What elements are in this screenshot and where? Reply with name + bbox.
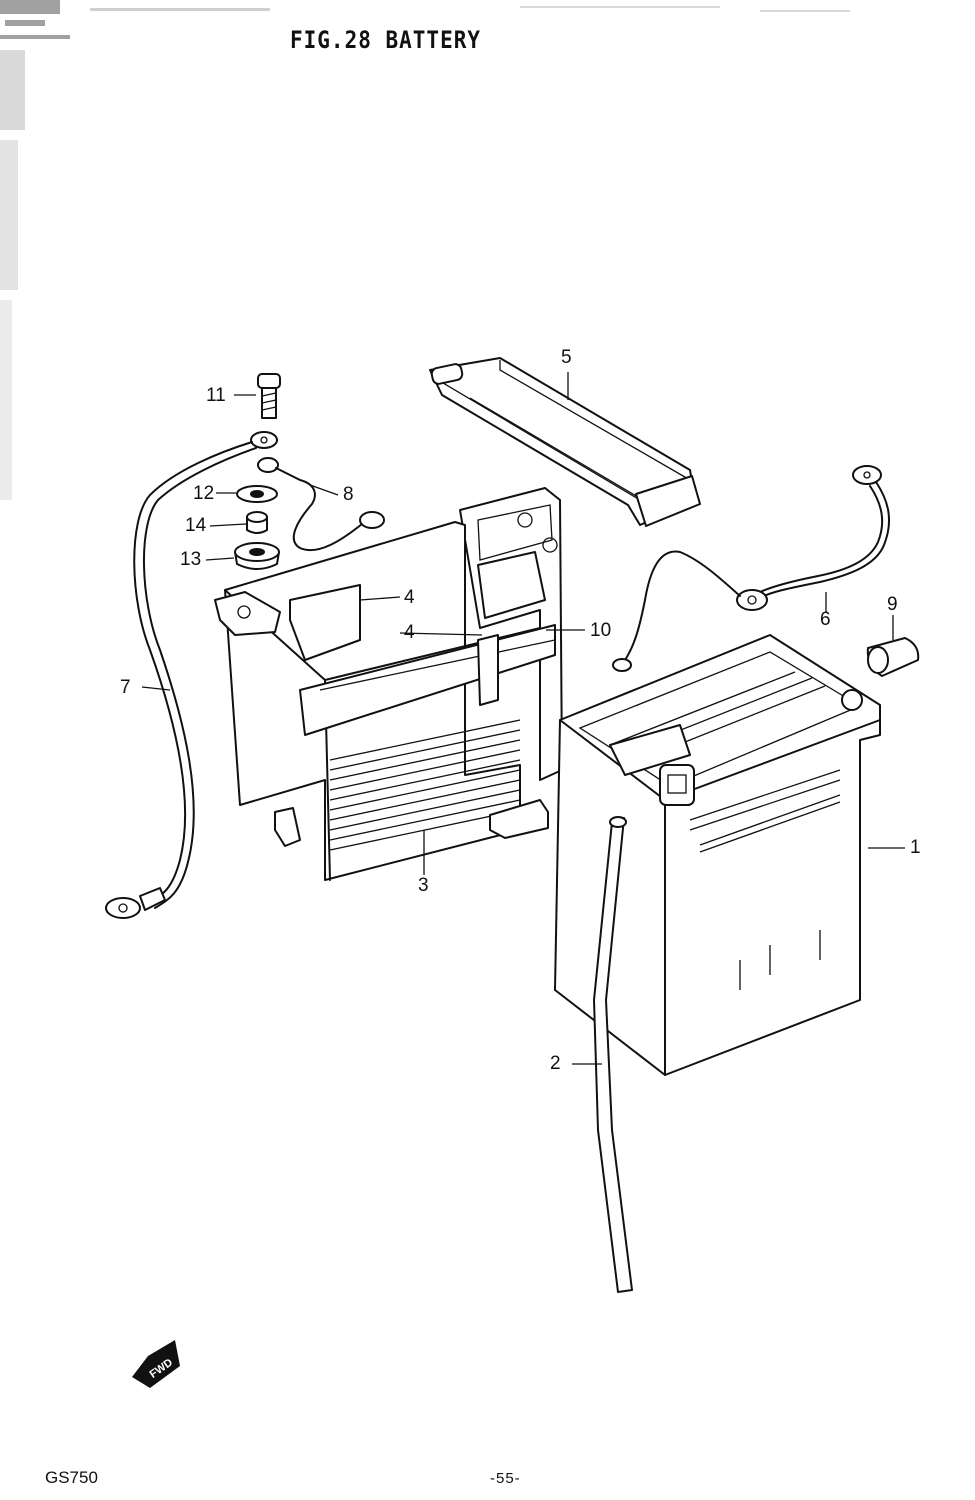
- cushion-part-13: [234, 542, 280, 570]
- callout-11: 11: [206, 385, 226, 406]
- callout-14: 14: [185, 515, 207, 536]
- forward-arrow-icon: FWD: [132, 1340, 180, 1388]
- callout-5: 5: [561, 347, 572, 368]
- washer-part-12: [236, 485, 278, 503]
- callout-6: 6: [820, 609, 831, 630]
- callout-3: 3: [418, 875, 429, 896]
- cable-part-6: [612, 465, 891, 672]
- pad-part-4-b: [477, 551, 546, 619]
- tube-part-2: [593, 816, 633, 1293]
- pad-part-4-a: [289, 584, 361, 661]
- band-part-10: [299, 624, 556, 736]
- model-code: GS750: [45, 1468, 98, 1487]
- lead-part-8: [257, 457, 385, 552]
- callout-4-a: 4: [404, 587, 415, 608]
- leader-lines: [141, 372, 905, 1065]
- collar-part-14: [246, 511, 268, 534]
- callout-1: 1: [910, 837, 921, 858]
- page-number: -55-: [490, 1470, 521, 1487]
- callout-8: 8: [343, 484, 354, 505]
- callout-4-b: 4: [404, 622, 415, 643]
- strap-part-5: [429, 357, 701, 527]
- callout-10: 10: [590, 620, 612, 641]
- cable-part-7: [105, 431, 278, 919]
- figure-title: FIG.28 BATTERY: [290, 26, 482, 54]
- callout-12: 12: [193, 483, 215, 504]
- callout-9: 9: [887, 594, 898, 615]
- callout-7: 7: [120, 677, 131, 698]
- callout-2: 2: [550, 1053, 561, 1074]
- battery-part-1: [554, 634, 881, 1076]
- scan-noise: [0, 0, 850, 500]
- callout-13: 13: [180, 549, 202, 570]
- cover-part-9: [866, 637, 920, 677]
- bolt-part-11: [257, 373, 281, 419]
